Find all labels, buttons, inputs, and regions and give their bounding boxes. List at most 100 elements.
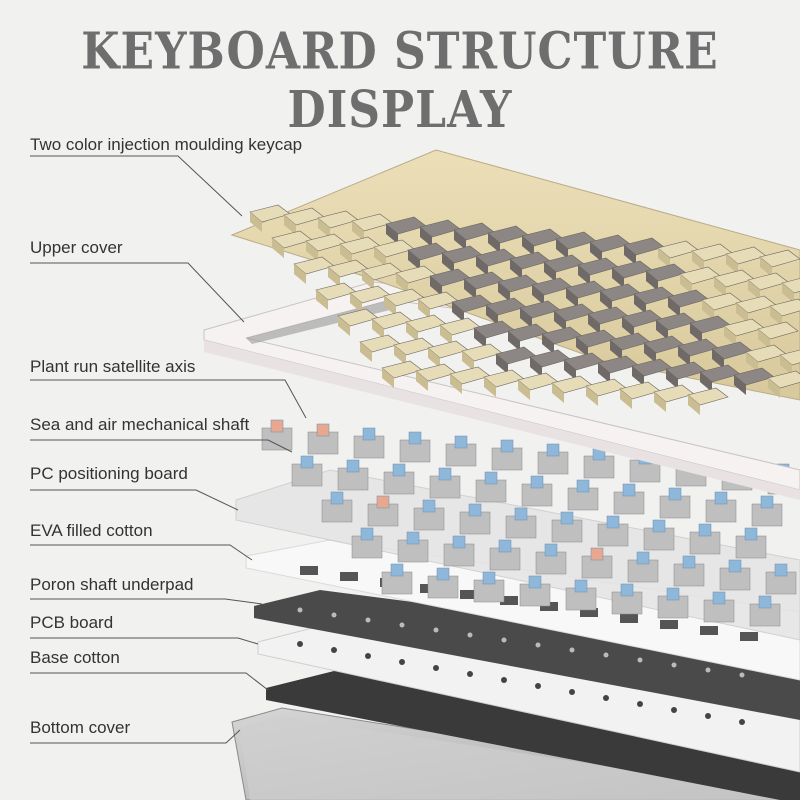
keycap-side [250,212,262,232]
keycap-side [394,345,406,365]
label-base-cotton: Base cotton [30,648,120,667]
keycap-side [758,329,770,349]
pcb-hole [467,671,473,677]
keycap-side [476,256,488,276]
keycap-side [712,349,724,369]
pcb-hole [297,641,303,647]
label-upper-cover: Upper cover [30,238,123,257]
keycap-side [498,282,510,302]
keycap-side [768,378,780,398]
label-bottom-cover: Bottom cover [30,718,131,737]
keycap [769,298,800,317]
keycap-side [386,224,398,244]
label-keycap: Two color injection moulding keycap [30,135,303,154]
switch-stem [698,523,712,537]
keycap-side [598,363,610,383]
pcb-hole [705,713,711,719]
switch-stem [590,547,604,561]
switch-stem [712,591,726,605]
switch-stem [606,515,620,529]
eva-window [540,602,558,611]
keycap-side [566,288,578,308]
keycap-side [746,352,758,372]
pcb-board-layer [257,625,800,773]
keycap-side [486,305,498,325]
keycap-side [396,273,408,293]
keycap-side [690,323,702,343]
switch-stem [560,511,574,525]
switch-stem [744,527,758,541]
leader-lines [30,155,307,744]
switch-stem [622,483,636,497]
switch-stem [376,495,390,509]
keycap-side [590,242,602,262]
poron-dot [501,637,507,643]
keycap-side [508,331,520,351]
keycap-side [350,293,362,313]
keycap-side [554,311,566,331]
label-poron-underpad: Poron shaft underpad [30,575,194,594]
keycap-side [622,317,634,337]
keycap-side [532,285,544,305]
switch-stem [544,543,558,557]
keycap-side [564,360,576,380]
keycap-side [474,328,486,348]
eva-window [580,608,598,617]
bottom-cover-layer [231,707,800,800]
keycap-side [644,343,656,363]
eva-window [660,620,678,629]
keycap-side [700,372,712,392]
keycap-side [418,299,430,319]
keycap-side [646,271,658,291]
keycap-side [362,270,374,290]
switch-stem [468,503,482,517]
keycap-side [610,340,622,360]
keycap-side [556,239,568,259]
keycap-side [318,218,330,238]
label-pcb-board: PCB board [30,613,114,632]
keycap-side [352,221,364,241]
keycap-side [530,357,542,377]
keycap-side [382,368,394,388]
keycap-side [588,314,600,334]
poron-dot [331,612,337,618]
keycap-side [360,342,372,362]
keycap-side [726,254,738,274]
pcb-hole [501,677,507,683]
keycap-side [316,290,328,310]
switch-stem [422,499,436,513]
keycap-side [484,377,496,397]
keycap-side [420,227,432,247]
keycap-side [374,247,386,267]
keycap-side [552,383,564,403]
keycap-side [656,320,668,340]
label-eva-cotton: EVA filled cotton [30,521,153,540]
pcb-hole [535,683,541,689]
poron-dot [297,607,303,613]
keycap-side [440,325,452,345]
keycap-side [654,392,666,412]
keycap [759,249,800,268]
keycap-side [782,283,794,303]
switch-stem [362,427,376,441]
pcb-hole [603,695,609,701]
switch-stem [528,575,542,589]
keycap-side [780,355,792,375]
switch-stem [484,471,498,485]
switch-stem [714,491,728,505]
switch-stem [620,583,634,597]
keycap-side [634,294,646,314]
switch-stem [530,475,544,489]
keycap-side [496,354,508,374]
keycap-side [624,245,636,265]
keycap-side [464,279,476,299]
eva-window [500,596,518,605]
switch-stem [436,567,450,581]
keycap-side [306,241,318,261]
keycap-side [600,291,612,311]
switch-stem [666,587,680,601]
label-satellite-axis: Plant run satellite axis [30,357,196,376]
keycap-side [678,346,690,366]
keycap-side [416,371,428,391]
